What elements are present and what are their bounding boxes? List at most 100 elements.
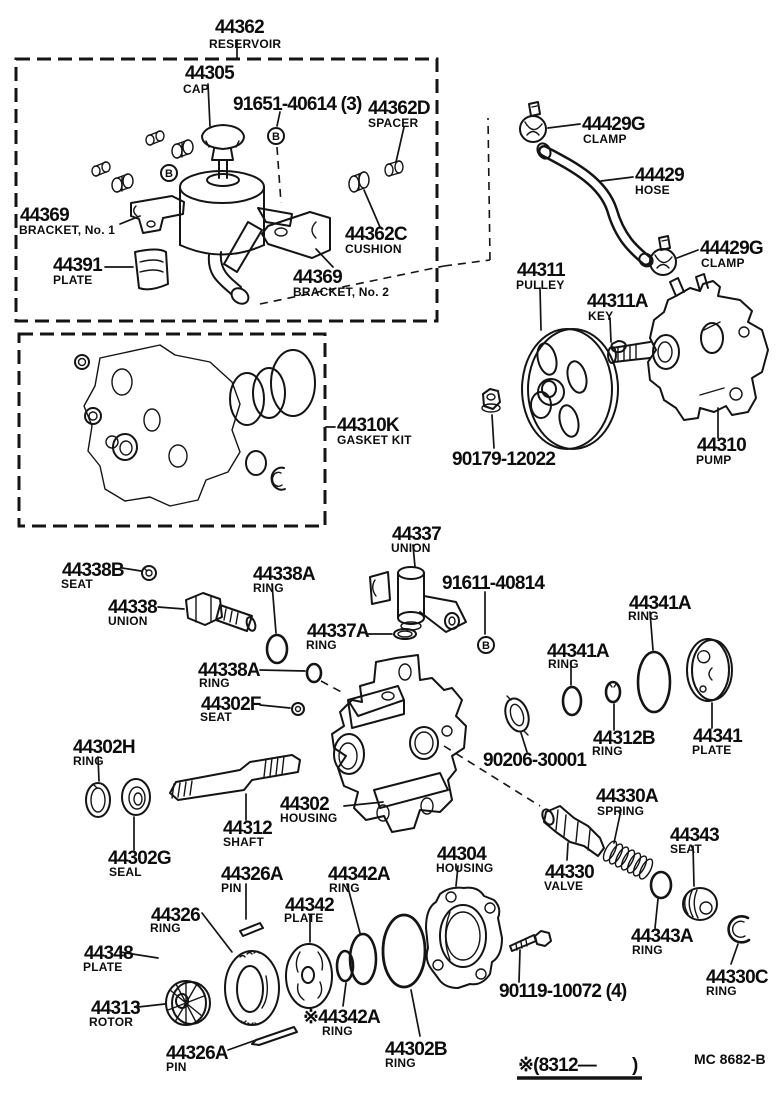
part-hose bbox=[536, 142, 654, 268]
svg-text:44326: 44326 bbox=[151, 905, 200, 926]
marker-b-icon: B bbox=[160, 164, 178, 182]
svg-text:44304: 44304 bbox=[437, 844, 487, 865]
part-bracket-1 bbox=[130, 195, 185, 234]
part-union-44337 bbox=[369, 566, 467, 633]
part-ring-44337A bbox=[393, 628, 417, 640]
part-spring bbox=[602, 840, 654, 880]
label-44311-pulley: 44311 PULLEY bbox=[516, 260, 567, 292]
part-seat-44343 bbox=[682, 887, 718, 921]
svg-text:44310: 44310 bbox=[697, 435, 746, 456]
svg-text:44343: 44343 bbox=[670, 825, 719, 846]
svg-text:SPRING: SPRING bbox=[597, 804, 644, 818]
gasket-kit-box bbox=[17, 332, 327, 528]
part-ring-44338A-1 bbox=[265, 633, 289, 665]
part-plate-44391 bbox=[134, 248, 169, 291]
label-44391-plate: 44391 PLATE bbox=[53, 255, 104, 287]
svg-text:44338A: 44338A bbox=[198, 660, 261, 681]
svg-text:PLATE: PLATE bbox=[83, 960, 122, 974]
label-44342-plate: 44342 PLATE bbox=[284, 895, 335, 925]
part-ring-44343A bbox=[649, 870, 673, 900]
svg-text:44312: 44312 bbox=[223, 818, 272, 839]
label-44312-shaft: 44312 SHAFT bbox=[223, 818, 273, 849]
svg-text:B: B bbox=[272, 131, 280, 143]
svg-text:RING: RING bbox=[385, 1056, 416, 1070]
svg-text:RING: RING bbox=[329, 881, 360, 895]
svg-text:BRACKET, No. 1: BRACKET, No. 1 bbox=[19, 223, 115, 237]
svg-text:PULLEY: PULLEY bbox=[516, 278, 565, 292]
doc-code: MC 8682-B bbox=[694, 1051, 766, 1067]
svg-text:UNION: UNION bbox=[108, 614, 148, 628]
part-ring-44302H bbox=[85, 782, 111, 818]
svg-text:44342: 44342 bbox=[285, 895, 334, 916]
svg-text:44302B: 44302B bbox=[385, 1039, 447, 1060]
label-44341A-ring-left: 44341A RING bbox=[547, 641, 611, 671]
svg-text:ROTOR: ROTOR bbox=[89, 1015, 133, 1029]
label-44326-ring: 44326 RING bbox=[150, 905, 201, 935]
svg-text:PIN: PIN bbox=[221, 881, 242, 895]
svg-text:44311A: 44311A bbox=[587, 291, 649, 312]
marker-b-icon: B bbox=[267, 127, 285, 145]
marker-b-icon: B bbox=[477, 636, 495, 654]
svg-text:VALVE: VALVE bbox=[544, 879, 583, 893]
label-44338-union: 44338 UNION bbox=[108, 597, 158, 628]
svg-text:HOUSING: HOUSING bbox=[280, 811, 337, 825]
label-44326A-pin-top: 44326A PIN bbox=[221, 864, 285, 895]
part-ring-44341A-right bbox=[636, 650, 672, 714]
label-44330A-spring: 44330A SPRING bbox=[596, 786, 660, 818]
svg-text:RING: RING bbox=[253, 581, 284, 595]
part-clamp-1 bbox=[519, 101, 547, 143]
svg-text:RING: RING bbox=[632, 943, 663, 957]
svg-text:RING: RING bbox=[592, 744, 623, 758]
svg-text:CLAMP: CLAMP bbox=[701, 256, 745, 270]
label-44341-plate: 44341 PLATE bbox=[692, 726, 744, 757]
part-seat-44338B bbox=[141, 565, 157, 581]
svg-text:RING: RING bbox=[628, 609, 659, 623]
label-44305-cap: 44305 CAP bbox=[183, 63, 236, 96]
label-44302H-ring: 44302H RING bbox=[73, 737, 136, 768]
svg-text:B: B bbox=[482, 640, 490, 652]
svg-text:91611-40814: 91611-40814 bbox=[442, 573, 545, 594]
svg-text:44341: 44341 bbox=[693, 726, 743, 747]
label-44429-hose: 44429 HOSE bbox=[635, 165, 685, 197]
svg-text:PLATE: PLATE bbox=[692, 743, 731, 757]
label-44342A-ring-top: 44342A RING bbox=[328, 864, 392, 895]
svg-text:44341A: 44341A bbox=[629, 593, 692, 614]
label-44362-reservoir: 44362 RESERVOIR bbox=[209, 17, 281, 51]
svg-text:RESERVOIR: RESERVOIR bbox=[209, 37, 281, 51]
label-44311A-key: 44311A KEY bbox=[587, 291, 650, 323]
footnote: ※(8312— ) bbox=[517, 1055, 642, 1080]
part-nut bbox=[481, 388, 501, 413]
svg-text:44362C: 44362C bbox=[345, 224, 408, 245]
label-44342A-ring-bottom: ※44342A RING bbox=[303, 1007, 382, 1038]
svg-text:44311: 44311 bbox=[517, 260, 566, 281]
svg-text:44312B: 44312B bbox=[593, 728, 655, 749]
part-pin-bottom bbox=[251, 1026, 298, 1046]
svg-text:HOSE: HOSE bbox=[635, 183, 670, 197]
svg-text:CLAMP: CLAMP bbox=[583, 132, 627, 146]
svg-text:44338A: 44338A bbox=[253, 564, 316, 585]
label-44313-rotor: 44313 ROTOR bbox=[89, 998, 141, 1029]
svg-text:44330C: 44330C bbox=[706, 967, 769, 988]
part-cam-ring bbox=[224, 950, 280, 1026]
part-ring-44342A-small bbox=[335, 949, 355, 983]
svg-text:BRACKET, No. 2: BRACKET, No. 2 bbox=[293, 285, 389, 299]
svg-text:44337A: 44337A bbox=[307, 621, 370, 642]
part-cushion bbox=[348, 171, 370, 193]
assembly-dashed-lines bbox=[259, 117, 541, 807]
part-shaft bbox=[169, 754, 301, 801]
svg-text:44326A: 44326A bbox=[221, 864, 284, 885]
svg-text:RING: RING bbox=[306, 638, 337, 652]
part-ring-44312B bbox=[604, 680, 622, 704]
svg-text:RING: RING bbox=[199, 676, 230, 690]
part-bolt bbox=[509, 930, 552, 952]
label-44302F-seat: 44302F SEAT bbox=[200, 694, 262, 724]
label-44341A-ring-right: 44341A RING bbox=[628, 593, 693, 623]
svg-text:B: B bbox=[165, 168, 173, 180]
part-labels: 44362 RESERVOIR 44305 CAP 91651-40614 (3… bbox=[19, 17, 770, 1074]
svg-text:CAP: CAP bbox=[183, 82, 209, 96]
label-90179-12022: 90179-12022 bbox=[452, 449, 556, 470]
label-44337A-ring: 44337A RING bbox=[306, 621, 371, 652]
fastener-markers: B B B bbox=[160, 127, 495, 654]
part-seal-44302G bbox=[121, 778, 151, 816]
svg-text:SEAT: SEAT bbox=[670, 842, 702, 856]
